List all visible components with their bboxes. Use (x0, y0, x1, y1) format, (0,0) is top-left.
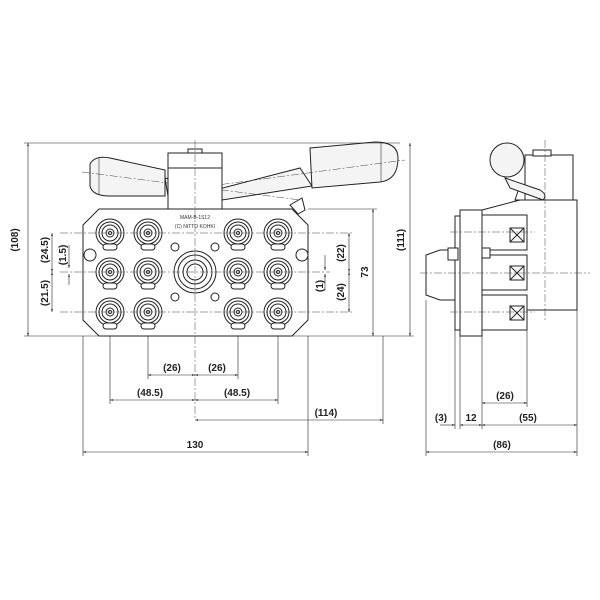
dim-pitch-outer-right: (48.5) (224, 388, 250, 399)
dim-pitch-outer-left: (48.5) (137, 388, 163, 399)
front-dimensions: (108) (111) 73 (22) (24) (1) (24.5) (21.… (10, 142, 414, 456)
dim-nozzle: (3) (435, 413, 447, 424)
side-dimensions: (26) (3) 12 (55) (86) (425, 300, 578, 456)
valve-symbols (509, 227, 525, 321)
dim-width: 130 (187, 440, 204, 451)
front-view: MAM-B-1S12 (C) NITTO KOHKI (60, 140, 406, 420)
dim-row-lower-right: (24) (336, 283, 347, 301)
dim-handle-reach: (114) (315, 408, 338, 419)
dim-body-depth: (55) (519, 413, 537, 424)
dim-overall-height: (108) (10, 228, 21, 251)
dim-offset-right: (1) (315, 280, 326, 292)
mounting-holes (83, 242, 309, 302)
dim-offset-left: (1.5) (58, 245, 69, 266)
dim-pitch-inner-left: (26) (163, 363, 181, 374)
dim-pitch-inner-right: (26) (208, 363, 226, 374)
lever-handle (81, 141, 406, 215)
dim-row-lower-left: (21.5) (40, 280, 51, 306)
side-view (420, 140, 590, 337)
dim-plate-height: 73 (360, 266, 371, 278)
dim-coupler-depth: (26) (496, 391, 514, 402)
dim-flange: 12 (465, 413, 477, 424)
dim-overall-depth: (86) (493, 440, 511, 451)
dim-row-upper-left: (24.5) (40, 237, 51, 263)
dim-row-upper-right: (22) (336, 244, 347, 262)
dim-handle-height: (111) (396, 229, 407, 251)
